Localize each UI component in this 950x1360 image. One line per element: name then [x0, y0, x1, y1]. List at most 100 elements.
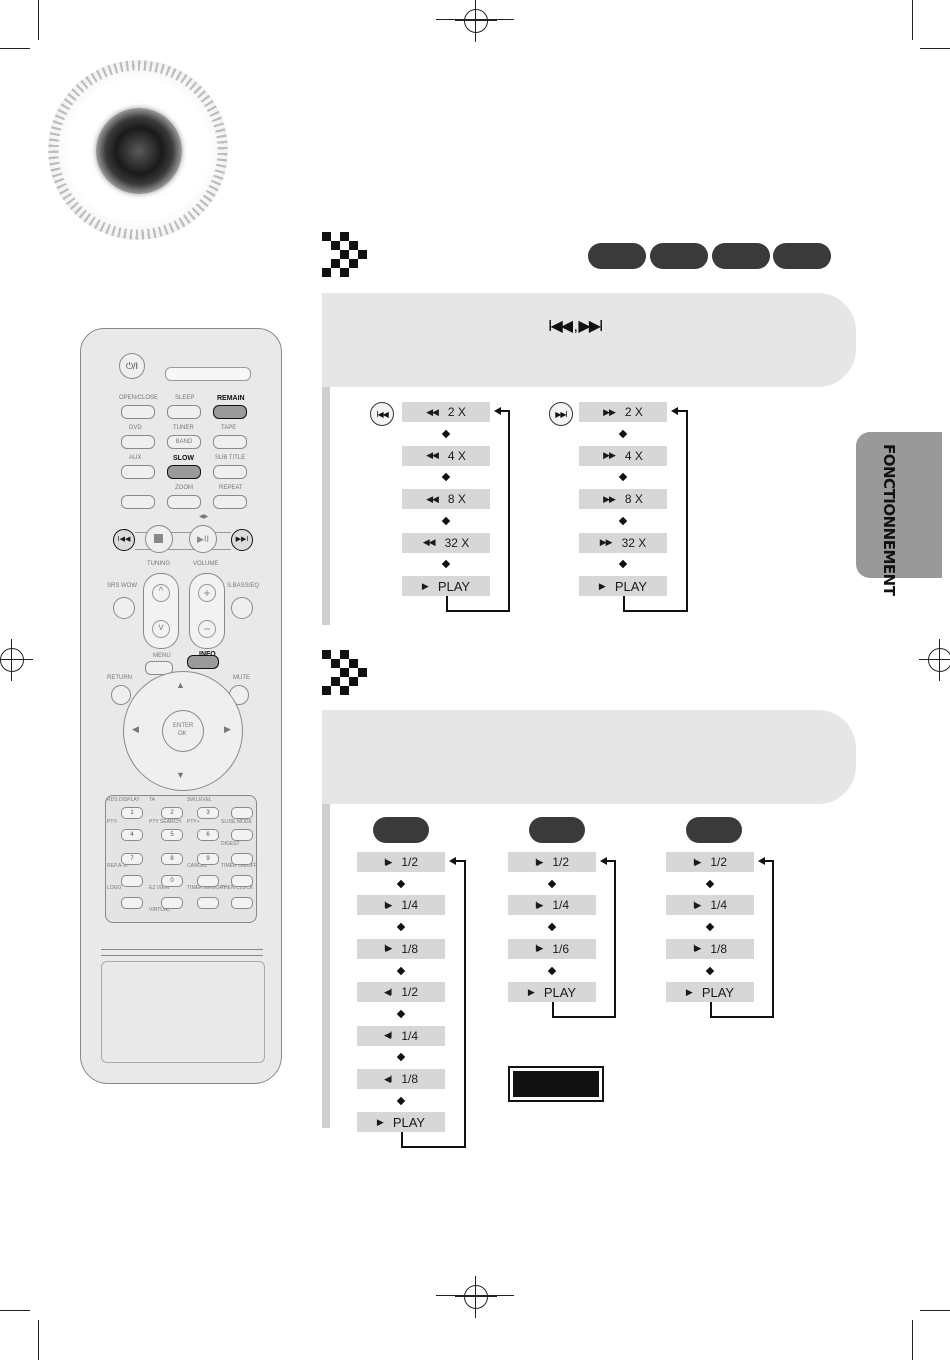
crop-mark — [920, 48, 950, 49]
tuning-rocker[interactable]: ^ v — [143, 573, 179, 649]
dvd-button[interactable] — [121, 435, 155, 449]
loop-line — [675, 410, 688, 412]
volume-down-icon: − — [198, 620, 216, 638]
left-arrow-icon: ◀ — [132, 724, 139, 734]
keypad-function-key[interactable] — [231, 829, 253, 841]
skip-back-button[interactable]: I◀◀ — [113, 529, 135, 551]
step-arrow-icon — [441, 560, 451, 569]
keypad-function-key[interactable] — [231, 897, 253, 909]
section-tab: FONCTIONNEMENT — [856, 432, 942, 595]
loop-line — [604, 860, 616, 862]
keypad-function-key[interactable] — [231, 853, 253, 865]
power-button[interactable]: ⏻/I — [119, 353, 145, 379]
loop-line — [464, 860, 466, 1149]
repeat-button[interactable] — [213, 495, 247, 509]
tuner-band-button[interactable]: BAND — [167, 435, 201, 449]
step-arrow-icon — [396, 1096, 406, 1105]
keypad-function-key[interactable] — [197, 875, 219, 887]
enter-button[interactable]: ENTER OK — [162, 710, 204, 752]
dvd-label: DVD — [129, 425, 142, 431]
keypad-key[interactable]: 6 — [197, 829, 219, 841]
keypad-function-key[interactable] — [231, 875, 253, 887]
keypad-key[interactable]: 9 — [197, 853, 219, 865]
disc-type-pill — [588, 243, 646, 269]
keypad-key[interactable]: 2 — [161, 807, 183, 819]
tape-button[interactable] — [213, 435, 247, 449]
crop-mark — [912, 1320, 913, 1360]
loop-line — [710, 1002, 712, 1017]
keypad-key[interactable]: 4 — [121, 829, 143, 841]
keypad-label: TIMER ON/OFF — [221, 863, 257, 869]
open-close-button[interactable] — [121, 405, 155, 419]
info-button[interactable] — [187, 655, 219, 669]
slow-button[interactable] — [167, 465, 201, 479]
skip-back-button-icon: I◀◀ — [370, 402, 394, 426]
subtitle-button[interactable] — [213, 465, 247, 479]
loop-line — [623, 596, 625, 610]
keypad-function-key[interactable] — [121, 897, 143, 909]
section-arrow-icon — [322, 232, 378, 278]
step-label: 4 X — [447, 448, 466, 463]
sleep-button[interactable] — [167, 405, 201, 419]
disc-type-pill — [529, 817, 585, 843]
keypad-key[interactable]: 5 — [161, 829, 183, 841]
aux-button[interactable] — [121, 465, 155, 479]
keypad-function-key[interactable] — [231, 807, 253, 819]
skip-forward-button-icon: ▶▶I — [549, 402, 573, 426]
keypad-key[interactable]: 7 — [121, 853, 143, 865]
return-button[interactable] — [111, 685, 131, 705]
sequence-step: ◀◀ 4 X — [402, 445, 490, 466]
loop-line — [446, 610, 508, 612]
keypad-function-key[interactable] — [197, 897, 219, 909]
sequence-step: ▶PLAY — [666, 982, 754, 1003]
step-label: 8 X — [624, 492, 643, 506]
srs-wow-button[interactable] — [113, 597, 135, 619]
zoom-button[interactable] — [167, 495, 201, 509]
stop-button[interactable] — [145, 525, 173, 553]
mute-label: MUTE — [233, 675, 250, 681]
step-icon: ◀◀ — [426, 450, 439, 460]
loop-arrow-icon — [671, 407, 678, 415]
step-label: 1/2 — [552, 855, 570, 869]
step-arrow-icon — [705, 879, 715, 888]
step-label: 1/6 — [552, 941, 570, 956]
step-label: 1/8 — [401, 1072, 419, 1086]
step-arrow-icon — [441, 516, 451, 525]
sequence-step: ▶PLAY — [357, 1112, 445, 1133]
step-arrow-icon — [441, 429, 451, 438]
enter-label: ENTER — [173, 723, 194, 729]
blank-button[interactable] — [121, 495, 155, 509]
keypad-label: EZ VIEW — [149, 885, 170, 891]
keypad-label: THEN CLOCK — [221, 885, 254, 891]
s-bass-button[interactable] — [231, 597, 253, 619]
keypad-function-key[interactable] — [121, 875, 143, 887]
menu-button[interactable] — [145, 661, 173, 675]
remain-button[interactable] — [213, 405, 247, 419]
keypad-key[interactable]: 1 — [121, 807, 143, 819]
skip-forward-button[interactable]: ▶▶I — [231, 529, 253, 551]
step-icon: ◀I — [383, 1030, 392, 1041]
play-pause-button[interactable]: ▶II — [189, 525, 217, 553]
step-label: PLAY — [701, 984, 735, 1000]
remote-divider — [101, 949, 263, 950]
keypad-label: CANCEL — [187, 863, 208, 869]
sequence-step: ▶▶4 X — [579, 445, 667, 466]
ok-label: OK — [178, 731, 187, 737]
keypad-function-key[interactable] — [161, 897, 183, 909]
step-label: 1/8 — [710, 941, 728, 956]
keypad-key[interactable]: 8 — [161, 853, 183, 865]
display-window — [165, 367, 251, 381]
step-icon: ◀I — [383, 986, 392, 997]
keypad-key[interactable]: 3 — [197, 807, 219, 819]
instruction-panel — [322, 710, 856, 804]
keypad-key[interactable]: 0 — [161, 875, 183, 887]
step-icon: ◀◀ — [422, 537, 436, 547]
tuning-up-icon: ^ — [152, 584, 170, 602]
loop-line — [508, 410, 510, 612]
remote-bottom-section — [101, 961, 265, 1063]
keypad-label: SW.LEVEL — [187, 797, 212, 803]
navigation-pad[interactable]: ▲ ▼ ◀ ▶ ENTER OK — [123, 671, 243, 791]
volume-rocker[interactable]: + − — [189, 573, 225, 649]
registration-mark — [455, 0, 497, 42]
